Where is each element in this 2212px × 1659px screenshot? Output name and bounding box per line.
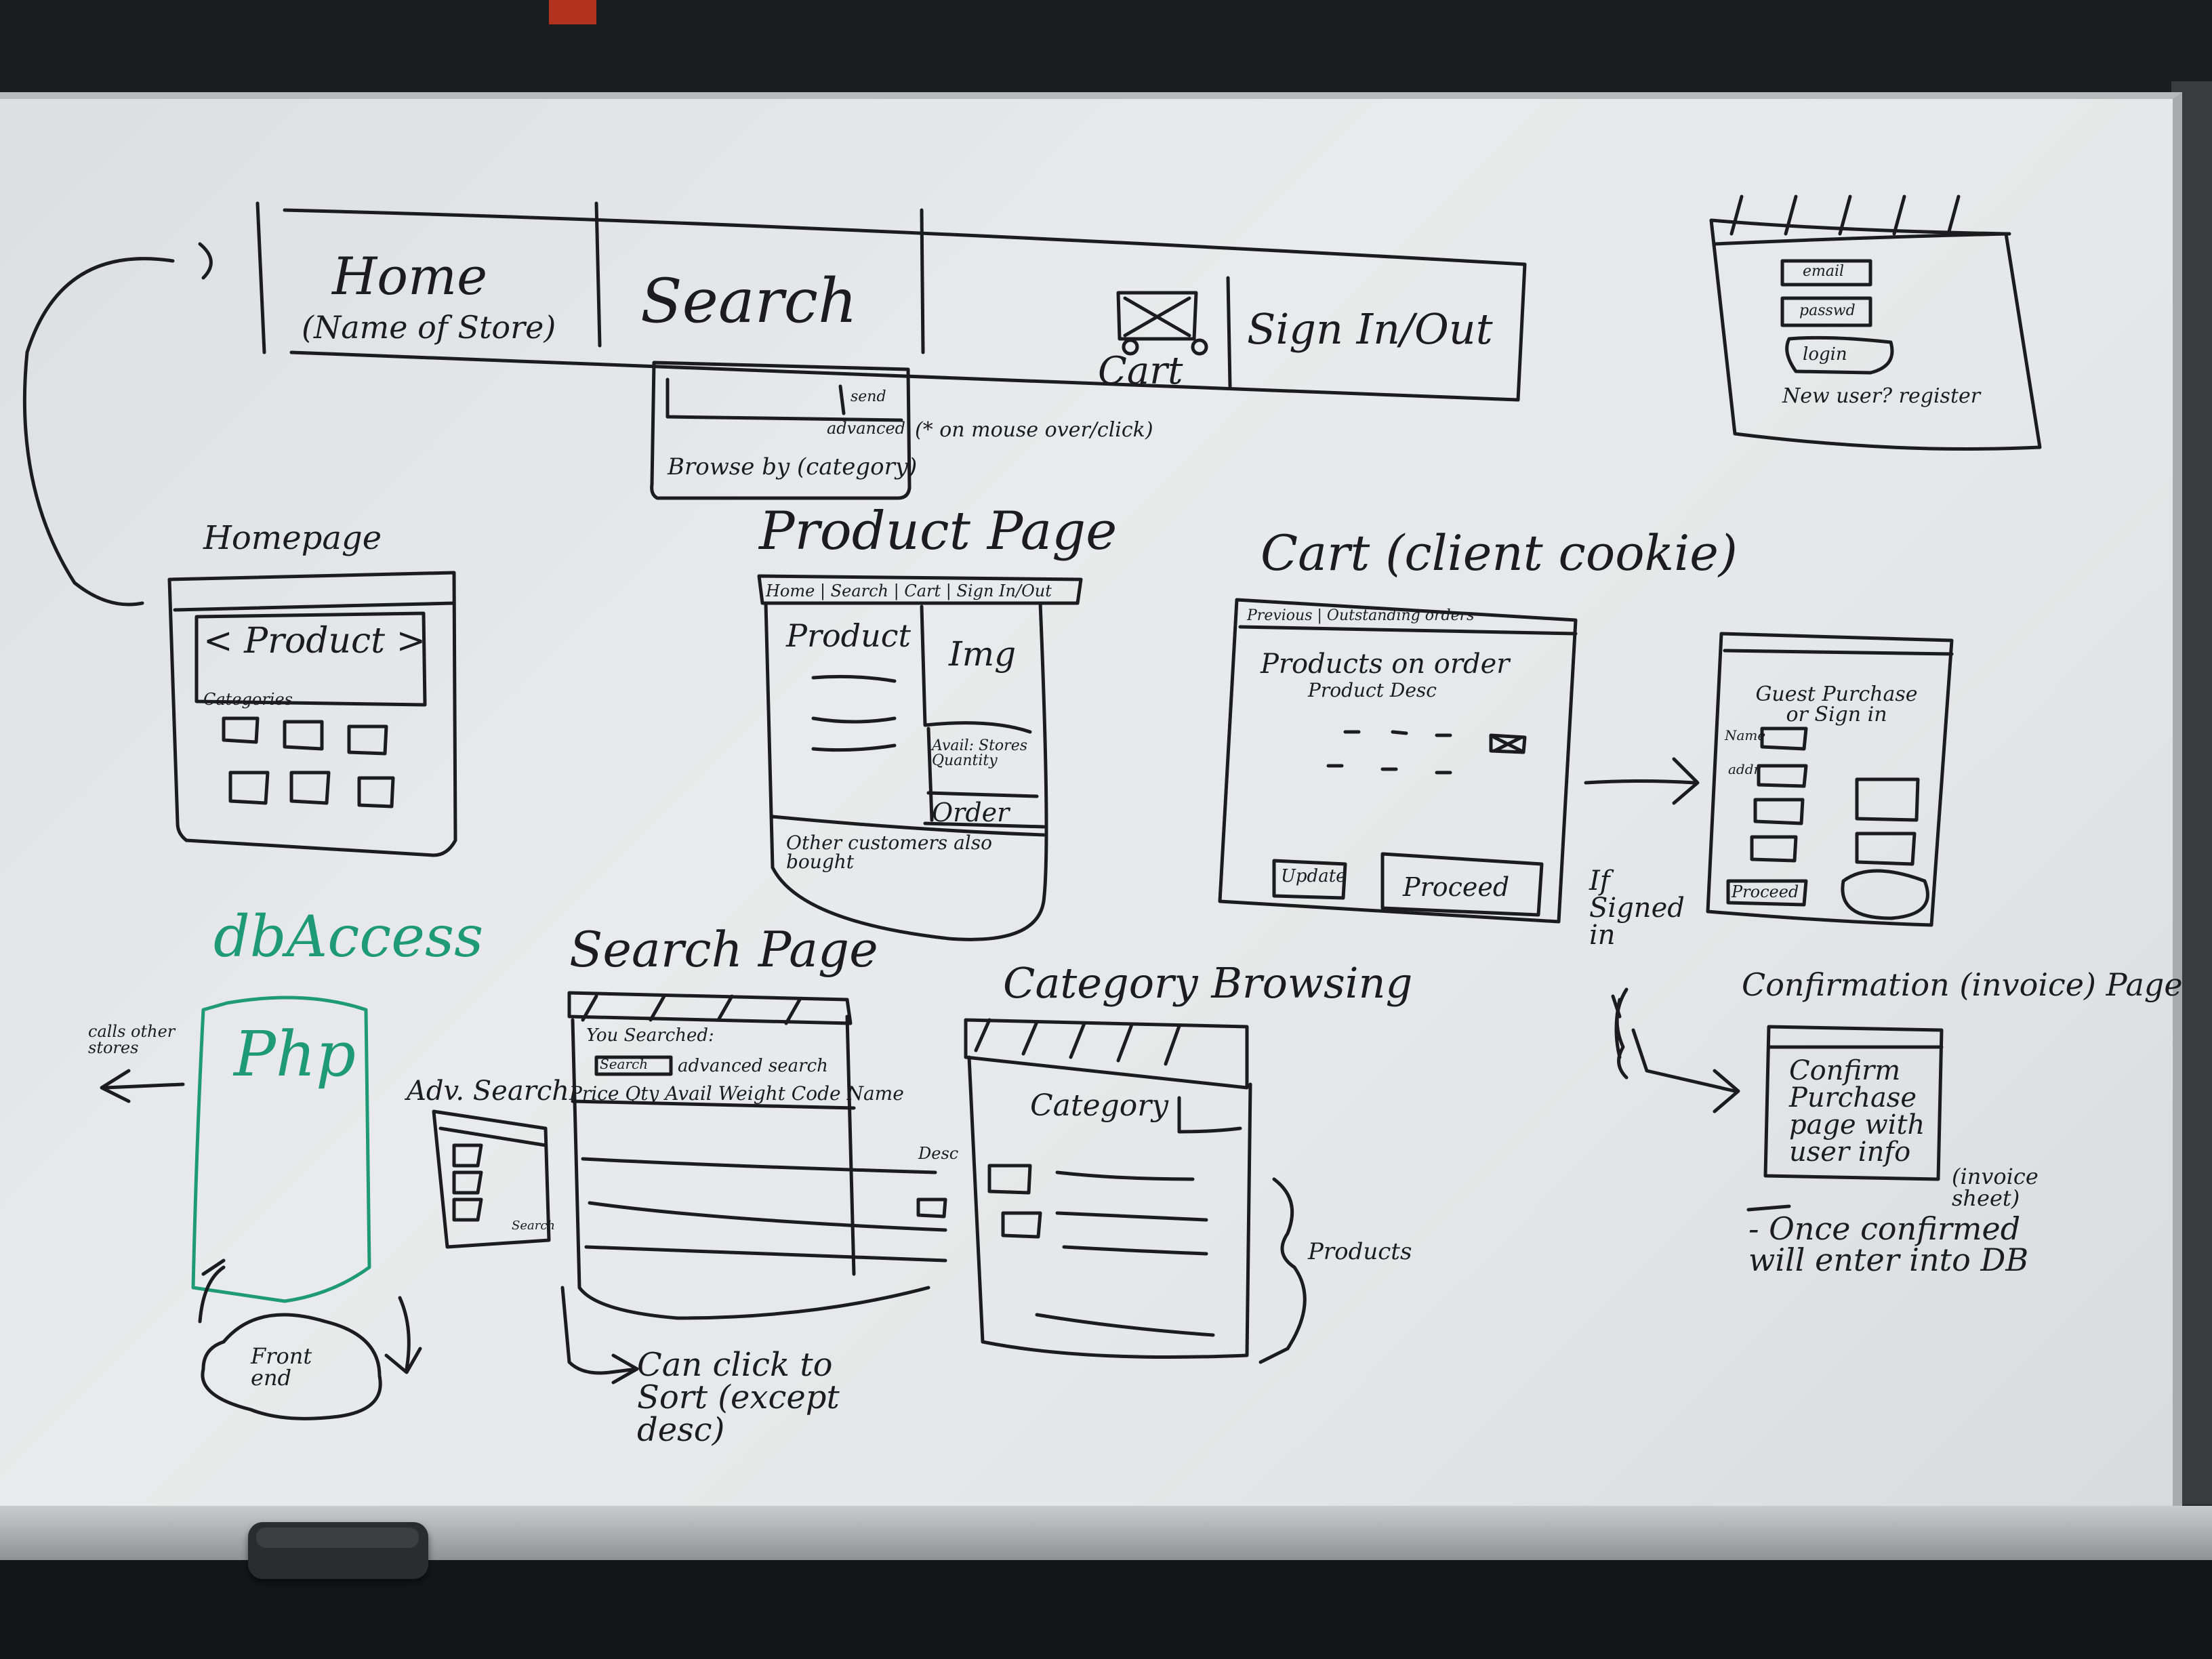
homepage-title: Homepage xyxy=(203,519,382,557)
dbaccess-calls-label: calls other stores xyxy=(88,1022,176,1057)
adv-search-button: Search xyxy=(512,1218,555,1233)
product-page-title: Product Page xyxy=(759,501,1118,562)
cart-proceed-label: Proceed xyxy=(1403,872,1510,902)
dbaccess-title: dbAccess xyxy=(213,903,484,970)
nav-advanced-label: advanced xyxy=(827,419,906,438)
confirmation-invoice-label: (invoice sheet) xyxy=(1952,1164,2039,1211)
guest-address-label: addr xyxy=(1728,761,1761,777)
nav-bar-sketch xyxy=(22,201,1527,607)
nav-home-sub-label: (Name of Store) xyxy=(302,309,556,346)
product-page-order-label: Order xyxy=(932,798,1010,827)
category-page-products-label: Products xyxy=(1308,1238,1412,1265)
confirmation-note: - Once confirmed will enter into DB xyxy=(1748,1210,2029,1278)
cart-page-nav: Previous | Outstanding orders xyxy=(1247,607,1475,624)
search-page-desc-label: Desc xyxy=(918,1144,959,1163)
dbaccess-sketch xyxy=(100,996,422,1420)
nav-browse-label: Browse by (category) xyxy=(668,453,918,480)
nav-home-label: Home xyxy=(332,246,488,306)
login-button-label: login xyxy=(1803,344,1847,365)
homepage-categories-label: Categories xyxy=(203,690,293,709)
confirmation-sketch xyxy=(1746,1025,1944,1212)
search-page-advanced-label: advanced search xyxy=(678,1056,828,1076)
nav-send-label: send xyxy=(851,388,886,405)
dbaccess-front-end-label: Front end xyxy=(251,1343,312,1391)
nav-sign-in-out-label: Sign In/Out xyxy=(1247,304,1493,354)
cart-page-title: Cart (client cookie) xyxy=(1261,525,1738,581)
dbaccess-php-label: Php xyxy=(234,1018,356,1090)
search-sort-note: Can click to Sort (except desc) xyxy=(637,1346,840,1449)
arrow-to-confirmation xyxy=(1611,987,1740,1113)
category-page-sketch xyxy=(964,1018,1307,1364)
category-page-title: Category Browsing xyxy=(1003,958,1413,1008)
guest-name-label: Name xyxy=(1725,727,1766,743)
search-page-sketch xyxy=(432,991,947,1385)
if-signed-in-label: If Signed in xyxy=(1589,865,1685,951)
nav-mouse-note: (* on mouse over/click) xyxy=(915,418,1153,442)
search-page-columns: Price Qty Avail Weight Code Name xyxy=(569,1082,904,1105)
product-page-nav: Home | Search | Cart | Sign In/Out xyxy=(766,581,1052,600)
search-page-title: Search Page xyxy=(569,921,878,978)
homepage-sketch xyxy=(167,571,457,857)
guest-page-title: Guest Purchase or Sign in xyxy=(1755,682,1918,726)
login-email-label: email xyxy=(1803,263,1845,280)
cart-page-products-label: Products on order xyxy=(1261,649,1510,680)
guest-proceed-label: Proceed xyxy=(1732,882,1799,901)
cart-page-columns-label: Product Desc xyxy=(1308,679,1437,701)
login-password-label: passwd xyxy=(1799,302,1856,319)
product-page-img-label: Img xyxy=(949,634,1017,674)
product-page-sketch xyxy=(757,574,1083,941)
product-page-product-label: Product xyxy=(786,617,911,654)
whiteboard-eraser xyxy=(248,1522,428,1579)
login-new-user-label: New user? register xyxy=(1782,384,1981,408)
nav-cart-label: Cart xyxy=(1098,349,1183,393)
nav-search-label: Search xyxy=(640,266,857,337)
ceiling-fixture xyxy=(549,0,596,24)
homepage-product-label: < Product > xyxy=(203,621,426,661)
arrow-to-guest xyxy=(1584,757,1700,805)
search-dropdown-sketch xyxy=(650,361,912,500)
ceiling xyxy=(0,0,2212,108)
adv-search-title: Adv. Search xyxy=(407,1076,569,1107)
cart-update-label: Update xyxy=(1281,866,1347,886)
cart-page-sketch xyxy=(1218,598,1578,924)
search-page-search-button: Search xyxy=(600,1056,649,1072)
login-box-sketch xyxy=(1709,194,2042,451)
guest-page-sketch xyxy=(1706,632,1954,927)
confirmation-title: Confirmation (invoice) Page xyxy=(1742,966,2183,1003)
product-page-also-bought: Other customers also bought xyxy=(786,832,992,873)
search-page-you-searched: You Searched: xyxy=(586,1025,714,1046)
category-page-category-label: Category xyxy=(1030,1088,1169,1123)
product-page-avail-label: Avail: Stores Quantity xyxy=(932,737,1028,769)
confirmation-body: Confirm Purchase page with user info xyxy=(1789,1055,1925,1168)
